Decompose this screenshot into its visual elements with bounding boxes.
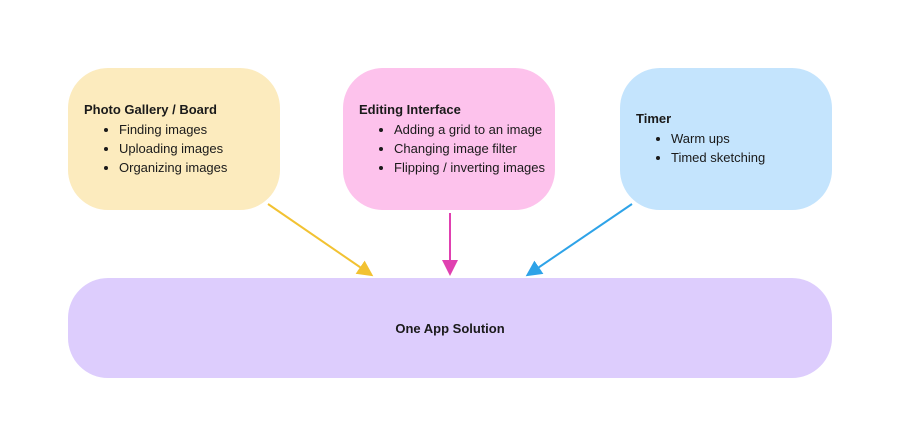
node-label: One App Solution <box>395 320 505 336</box>
node-title: Photo Gallery / Board <box>84 101 217 117</box>
list-item: Warm ups <box>671 129 832 148</box>
list-item: Timed sketching <box>671 148 832 167</box>
arrow-timer-to-app <box>525 203 633 277</box>
arrow-gallery-to-app <box>267 203 374 277</box>
list-item: Uploading images <box>119 139 280 158</box>
node-title: Timer <box>636 111 672 126</box>
list-item: Flipping / inverting images <box>394 158 555 177</box>
list-item: Changing image filter <box>394 139 555 158</box>
timer-node: Timer Warm ups Timed sketching <box>620 68 832 210</box>
list-item: Organizing images <box>119 158 280 177</box>
photo-gallery-node: Photo Gallery / Board Finding images Upl… <box>68 68 280 210</box>
one-app-solution-node: One App Solution <box>68 278 832 378</box>
list-item: Finding images <box>119 120 280 139</box>
node-title: Editing Interface <box>359 101 461 117</box>
list-item: Adding a grid to an image <box>394 120 555 139</box>
editing-interface-node: Editing Interface Adding a grid to an im… <box>343 68 555 210</box>
